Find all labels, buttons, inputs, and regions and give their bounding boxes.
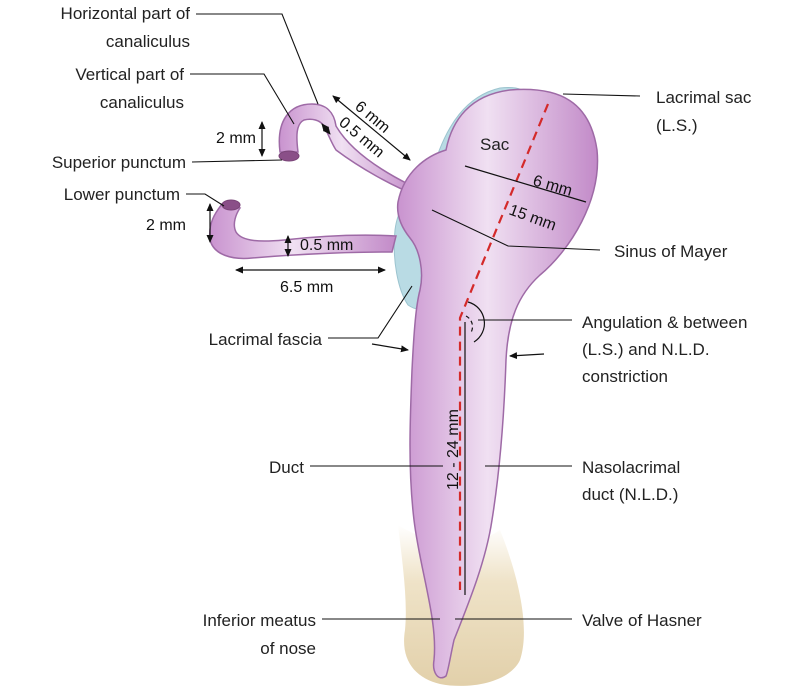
measure-lower-diameter: 0.5 mm [300,237,353,254]
label-inferior-meatus-2: of nose [260,639,316,658]
label-horizontal-canaliculus-1: Horizontal part of [61,4,191,23]
label-valve-of-hasner: Valve of Hasner [582,611,702,630]
label-lacrimal-fascia: Lacrimal fascia [209,330,323,349]
leader-lacrimal-sac [563,94,640,96]
leader-horizontal-canaliculus [196,14,318,104]
label-sac: Sac [480,135,510,154]
label-lacrimal-sac-1: Lacrimal sac [656,88,752,107]
lower-punctum-opening [222,200,240,210]
label-vertical-canaliculus-2: canaliculus [100,93,184,112]
leader-vertical-canaliculus [190,74,294,124]
label-angulation-2: (L.S.) and N.L.D. [582,340,710,359]
label-angulation-1: Angulation & between [582,313,747,332]
leader-lower-punctum [186,194,224,206]
label-nld-2: duct (N.L.D.) [582,485,678,504]
label-duct: Duct [269,458,304,477]
label-sinus-of-mayer: Sinus of Mayer [614,242,728,261]
label-horizontal-canaliculus-2: canaliculus [106,32,190,51]
left-constriction-arrow [372,344,408,350]
label-lower-punctum: Lower punctum [64,185,180,204]
label-nld-1: Nasolacrimal [582,458,680,477]
superior-punctum-opening [279,151,299,161]
label-vertical-canaliculus-1: Vertical part of [75,65,184,84]
label-angulation-3: constriction [582,367,668,386]
leader-superior-punctum [192,160,282,162]
label-superior-punctum: Superior punctum [52,153,186,172]
measure-upper-vertical: 2 mm [216,130,256,147]
leader-lacrimal-fascia [328,286,412,338]
label-inferior-meatus-1: Inferior meatus [203,611,316,630]
measure-lower-vertical: 2 mm [146,217,186,234]
label-lacrimal-sac-2: (L.S.) [656,116,698,135]
right-constriction-arrow [510,354,544,356]
measure-duct-length: 12 - 24 mm [445,409,462,490]
measure-lower-horizontal: 6.5 mm [280,279,333,296]
